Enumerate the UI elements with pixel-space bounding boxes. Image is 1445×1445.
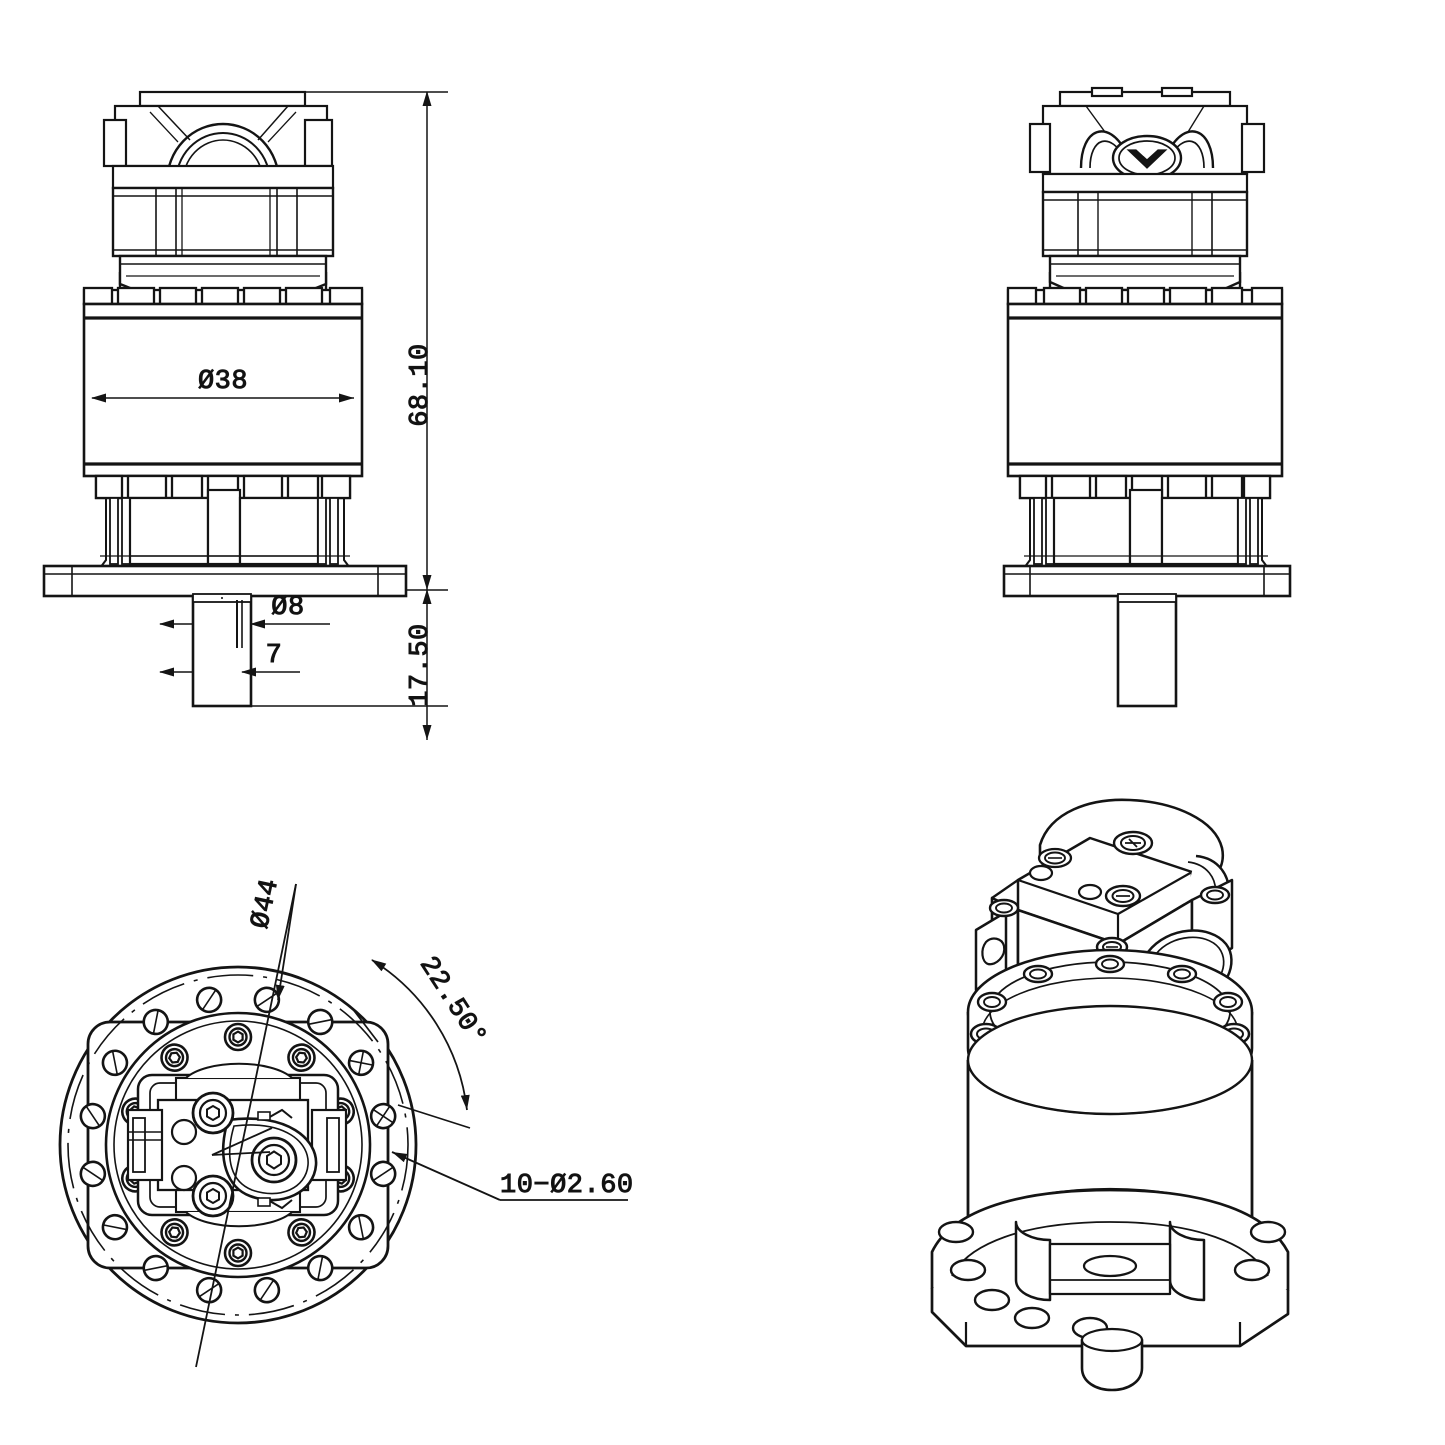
dim-shaft-length-label: 17.50: [406, 623, 436, 707]
isometric-view: [930, 798, 1290, 1392]
dim-shaft-diameter-label: Ø8: [271, 593, 304, 623]
leader-bolt-circle-arrow: [275, 883, 297, 1001]
dim-hole-callout-label: 10−Ø2.60: [500, 1171, 634, 1201]
front-view-neck: [118, 254, 328, 294]
dim-body-diameter-label: Ø38: [198, 367, 248, 397]
side-view-upper-housing: [1041, 190, 1249, 258]
side-view-top-flange: [1006, 286, 1284, 306]
dim-bolt-circle-label: Ø44: [246, 876, 286, 931]
iso-leg-section: [1014, 1220, 1206, 1302]
front-view: [42, 90, 408, 708]
front-view-leg-section: [94, 474, 352, 572]
side-view-motor-block: [1028, 86, 1266, 194]
top-view-motor-body: [126, 1062, 348, 1228]
side-view-base-flange: [1002, 564, 1292, 598]
side-view-output-shaft: [1116, 593, 1178, 708]
front-view-dimensions: 68.10 17.50 Ø38 Ø8 7: [91, 91, 448, 740]
dim-hole-angle-label: 22.50°: [412, 952, 492, 1052]
side-view-leg-section: [1018, 474, 1272, 572]
front-view-upper-housing: [111, 186, 335, 258]
side-view: [1002, 86, 1292, 708]
iso-output-shaft: [1080, 1327, 1144, 1392]
top-view: [58, 965, 418, 1325]
dim-shaft-flat-label: 7: [266, 641, 283, 671]
leader-bolt-circle: [195, 883, 297, 1368]
side-view-neck: [1048, 254, 1242, 292]
top-view-outer-hole-ring: [77, 984, 399, 1306]
front-view-top-flange: [82, 286, 364, 306]
front-view-base-flange: [42, 564, 408, 598]
side-view-main-body: [1006, 302, 1284, 478]
leader-hole-callout: [391, 1151, 501, 1201]
angle-arc: [371, 959, 470, 1111]
front-view-motor-block: [102, 90, 335, 190]
top-view-bolt-circle: [67, 974, 409, 1316]
front-view-output-shaft: [191, 593, 253, 708]
dim-overall-height-label: 68.10: [406, 343, 436, 427]
front-view-main-body: [82, 302, 364, 478]
